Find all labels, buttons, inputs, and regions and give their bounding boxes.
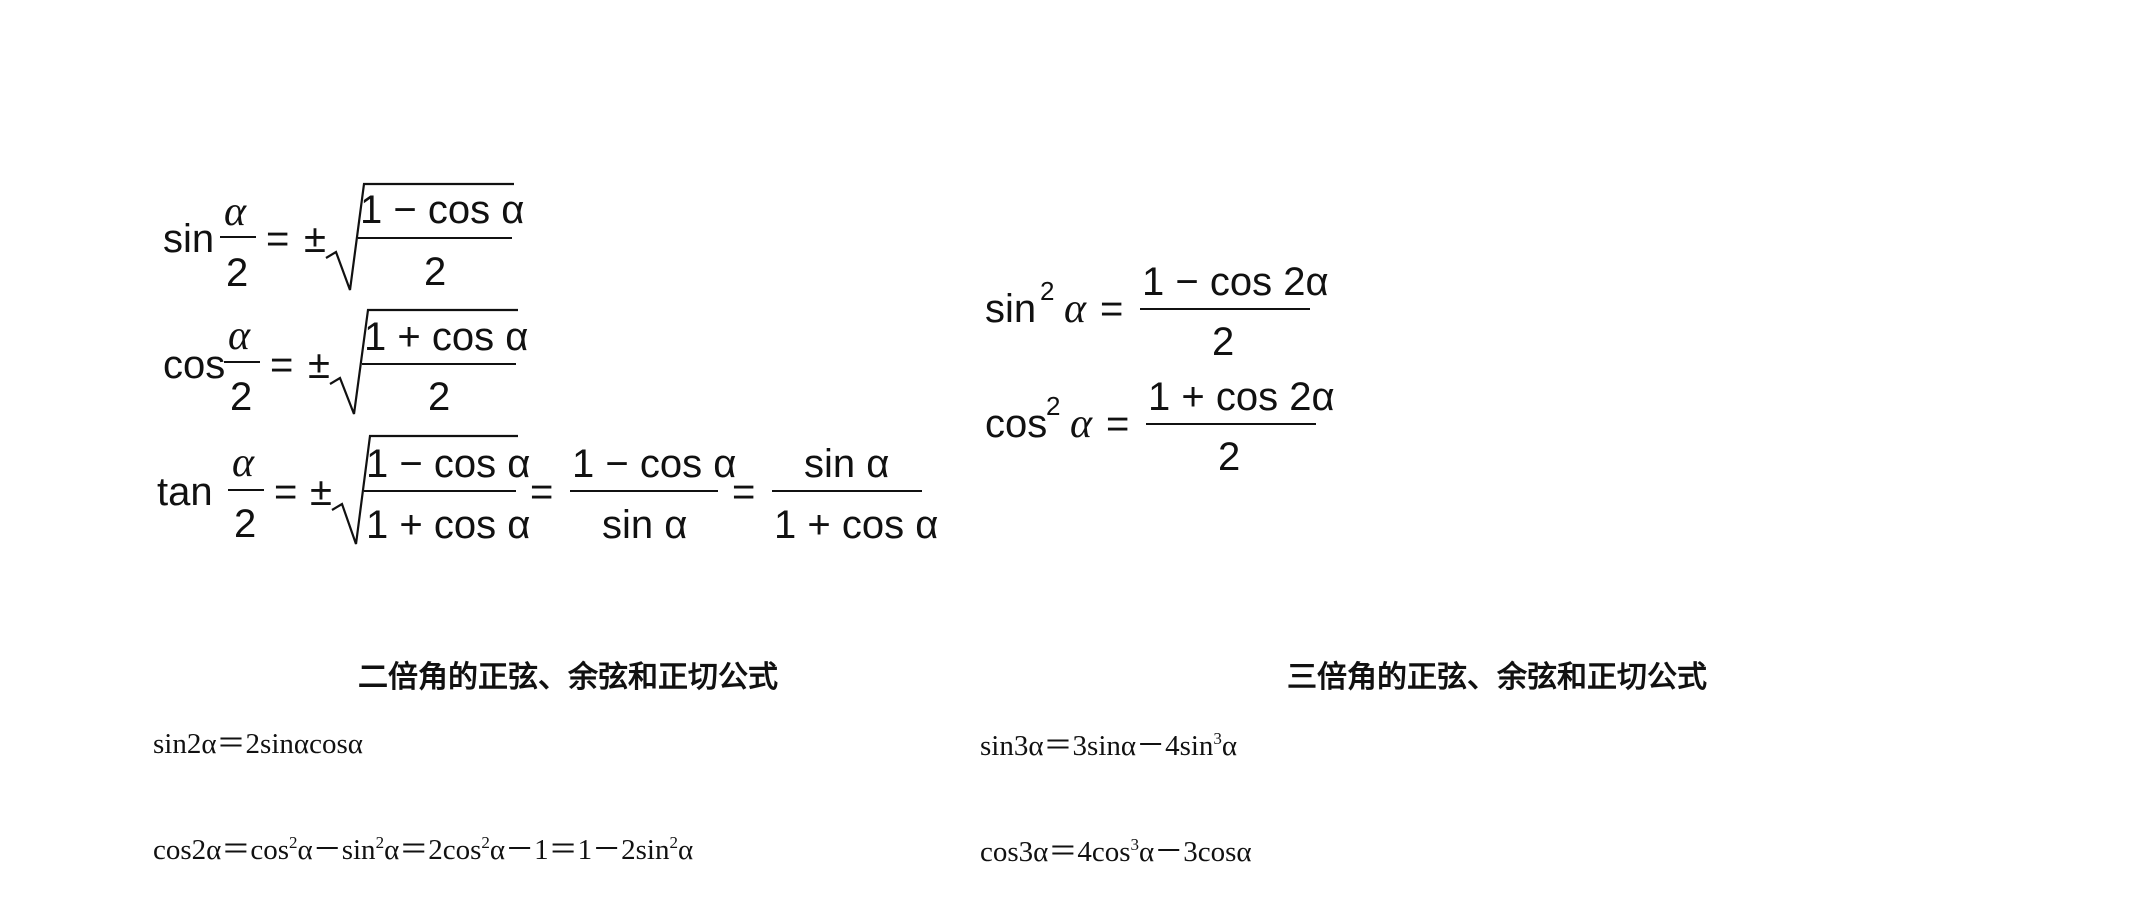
fn-label: cos — [163, 343, 225, 387]
fraction3-denominator: 1 + cos α — [774, 503, 938, 547]
double-angle-heading: 二倍角的正弦、余弦和正切公式 — [358, 661, 778, 694]
equals-sign: = — [1100, 287, 1123, 331]
formula-part: α — [1221, 730, 1238, 762]
exponent: 2 — [481, 833, 490, 852]
plus-minus: ± — [304, 217, 326, 261]
plus-minus: ± — [310, 470, 332, 514]
alpha-symbol: α — [1064, 286, 1087, 332]
equals-sign: = — [274, 470, 297, 514]
exponent: 3 — [1130, 835, 1140, 854]
equals-sign: = — [266, 217, 289, 261]
exponent: 2 — [1046, 391, 1060, 421]
sqrt-icon — [331, 434, 518, 545]
alpha-symbol: α — [1070, 401, 1093, 447]
denominator: 2 — [1212, 320, 1234, 364]
exponent: 2 — [375, 833, 385, 852]
numerator: 1 − cos 2α — [1142, 260, 1329, 304]
alpha-symbol: α — [232, 440, 255, 486]
radicand-denominator: 2 — [424, 250, 446, 294]
fraction2-denominator: sin α — [602, 503, 687, 547]
denominator: 2 — [1218, 435, 1240, 479]
radicand-numerator: 1 − cos α — [366, 442, 530, 486]
numerator: 1 + cos 2α — [1148, 375, 1335, 419]
formula-part: α — [677, 834, 694, 866]
power-reduction-cos-formula: cos 2 α = 1 + cos 2α 2 — [985, 375, 1335, 479]
radicand-numerator: 1 + cos α — [364, 315, 528, 359]
equals-sign: = — [1106, 402, 1129, 446]
formula-part: cos2α＝cos — [153, 834, 290, 866]
fn-label: sin — [163, 217, 214, 261]
radicand-denominator: 1 + cos α — [366, 503, 530, 547]
formula-part: α＝2cos — [384, 834, 482, 866]
exponent: 2 — [1040, 276, 1054, 306]
formula-part: α－sin — [297, 834, 376, 866]
power-reduction-sin-formula: sin 2 α = 1 − cos 2α 2 — [985, 260, 1329, 364]
double-angle-sin-formula: sin2α＝2sinαcosα — [153, 728, 363, 760]
formula-part: α－3cosα — [1139, 836, 1252, 868]
sqrt-icon — [329, 308, 518, 415]
formula-part: cos3α＝4cos — [980, 836, 1131, 868]
radicand-numerator: 1 − cos α — [360, 188, 524, 232]
fraction2-numerator: 1 − cos α — [572, 442, 736, 486]
equals-sign: = — [732, 470, 755, 514]
denominator: 2 — [230, 375, 252, 419]
denominator: 2 — [226, 251, 248, 295]
equals-sign: = — [270, 343, 293, 387]
half-angle-cos-formula: cos α 2 = ± 1 + cos α 2 — [163, 308, 528, 419]
fn-label: cos — [985, 402, 1047, 446]
alpha-symbol: α — [228, 313, 251, 359]
equals-sign: = — [530, 470, 553, 514]
half-angle-sin-formula: sin α 2 = ± 1 − cos α 2 — [163, 182, 524, 295]
formula-canvas: sin α 2 = ± 1 − cos α 2 cos α 2 = ± 1 + … — [157, 182, 1335, 547]
triple-angle-heading: 三倍角的正弦、余弦和正切公式 — [1287, 661, 1707, 694]
fn-label: sin — [985, 287, 1036, 331]
formula-part: α－1＝1－2sin — [489, 834, 670, 866]
formula-part: sin3α＝3sinα－4sin — [980, 730, 1214, 762]
sqrt-icon — [325, 182, 514, 291]
triple-angle-sin-formula: sin3α＝3sinα－4sin3α — [980, 722, 1237, 764]
radicand-denominator: 2 — [428, 375, 450, 419]
plus-minus: ± — [308, 343, 330, 387]
exponent: 2 — [669, 833, 678, 852]
exponent: 3 — [1213, 729, 1222, 748]
denominator: 2 — [234, 502, 256, 546]
double-angle-cos-formula: cos2α＝cos2α－sin2α＝2cos2α－1＝1－2sin2α — [153, 826, 693, 868]
fraction3-numerator: sin α — [804, 442, 889, 486]
alpha-symbol: α — [224, 189, 247, 235]
half-angle-tan-formula: tan α 2 = ± 1 − cos α 1 + cos α = 1 − co… — [157, 434, 938, 547]
triple-angle-cos-formula: cos3α＝4cos3α－3cosα — [980, 828, 1252, 870]
fn-label: tan — [157, 470, 213, 514]
exponent: 2 — [289, 833, 298, 852]
